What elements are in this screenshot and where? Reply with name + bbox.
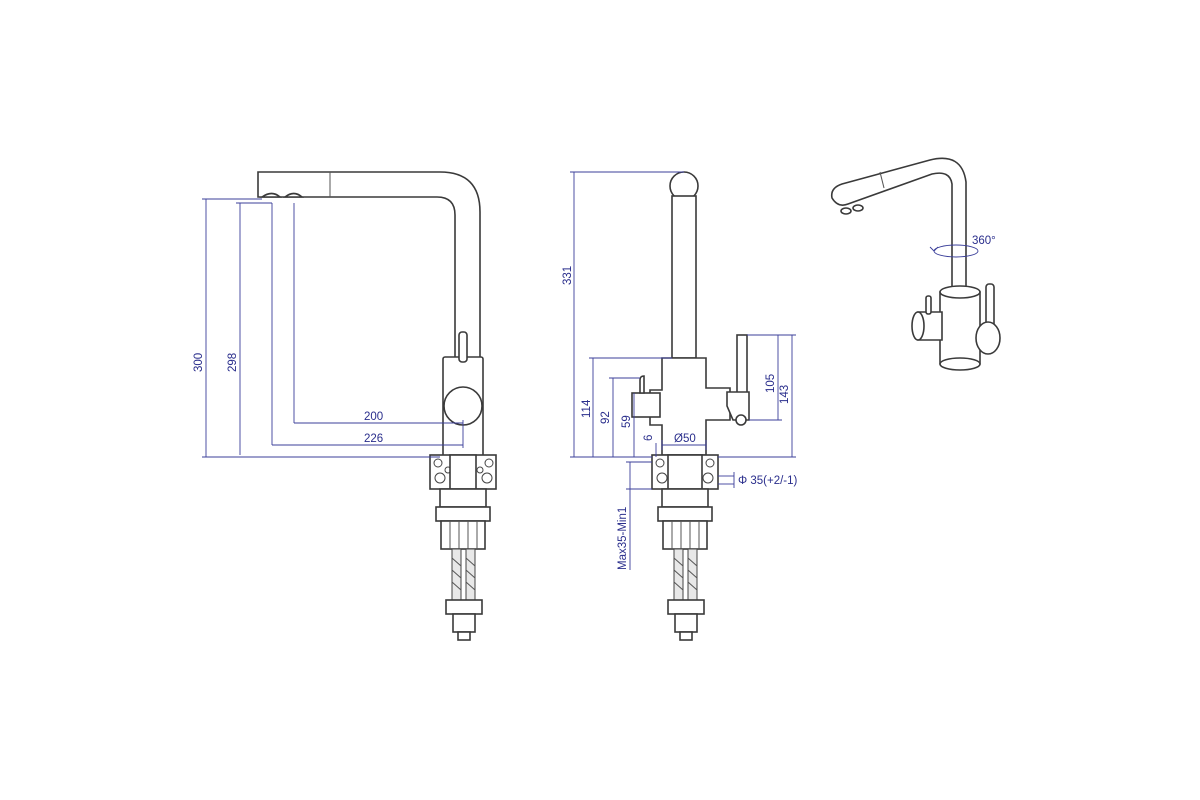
dim-35: Φ 35(+2/-1) (738, 475, 798, 487)
perspective-view: 360° (830, 157, 1001, 371)
front-spout-column (671, 195, 697, 359)
dim-114: 114 (581, 399, 593, 418)
dim-59: 59 (621, 415, 633, 428)
perspective-spout (830, 157, 967, 293)
dim-105: 105 (765, 374, 777, 393)
dim-6: 6 (643, 435, 655, 441)
dim-92: 92 (600, 411, 612, 424)
dim-200: 200 (364, 411, 383, 423)
dim-counter-thickness: Max35-Min1 (617, 507, 629, 570)
front-right-handle (736, 334, 748, 396)
side-view: 300 298 200 226 (193, 171, 497, 641)
dim-226: 226 (364, 433, 383, 445)
front-view: 331 114 92 59 6 Ø50 Φ 35(+2/-1) 105 143 … (562, 171, 798, 641)
dim-300: 300 (193, 353, 205, 372)
side-handle-knob (443, 386, 483, 426)
dim-50: Ø50 (674, 433, 696, 445)
rotation-label: 360° (972, 235, 996, 247)
dim-331: 331 (562, 266, 574, 285)
dim-298: 298 (227, 353, 239, 372)
perspective-body (939, 291, 981, 369)
side-spout (257, 171, 481, 361)
dim-143: 143 (779, 385, 791, 404)
